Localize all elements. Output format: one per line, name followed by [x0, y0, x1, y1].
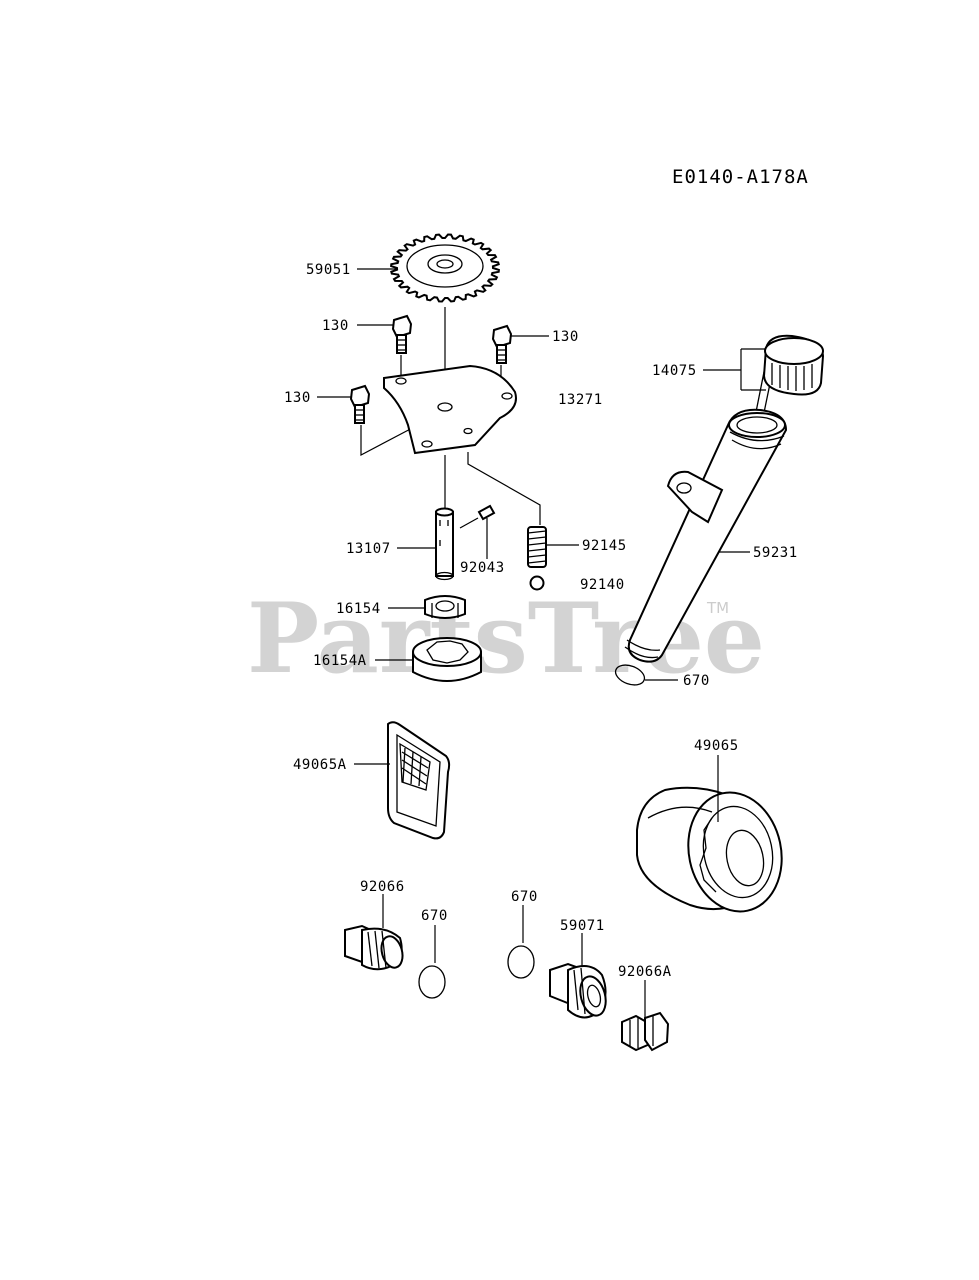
watermark-trademark: TM [706, 599, 729, 617]
gear-59051[interactable] [390, 233, 500, 303]
drain-plug-92066[interactable] [344, 924, 406, 971]
callout-92043: 92043 [460, 560, 505, 576]
o-ring-670-plug[interactable] [418, 965, 446, 999]
bolt-130-c[interactable] [349, 384, 371, 424]
callout-670-fitting: 670 [511, 889, 538, 905]
o-ring-670-fitting[interactable] [507, 945, 535, 979]
ball-92140[interactable] [529, 575, 545, 591]
callouts: 59051 130 130 130 13271 14075 59231 1310… [284, 262, 798, 980]
callout-14075: 14075 [652, 363, 697, 379]
callout-16154: 16154 [336, 601, 381, 617]
inner-rotor-16154[interactable] [424, 595, 466, 619]
callout-92140: 92140 [580, 577, 625, 593]
callout-59051: 59051 [306, 262, 351, 278]
callout-670-plug: 670 [421, 908, 448, 924]
callout-59231: 59231 [753, 545, 798, 561]
plug-92066A[interactable] [621, 1011, 670, 1052]
callout-13271: 13271 [558, 392, 603, 408]
callout-13107: 13107 [346, 541, 391, 557]
callout-92066A: 92066A [618, 964, 672, 980]
callout-130-b: 130 [552, 329, 579, 345]
bolt-130-a[interactable] [391, 314, 413, 354]
bolt-130-b[interactable] [491, 324, 513, 364]
shaft-13107[interactable] [435, 507, 454, 581]
fitting-59071[interactable] [549, 962, 610, 1019]
o-ring-670-tube[interactable] [613, 661, 647, 688]
pin-92043[interactable] [477, 504, 496, 521]
callout-130-c: 130 [284, 390, 311, 406]
callout-92145: 92145 [582, 538, 627, 554]
callout-59071: 59071 [560, 918, 605, 934]
outer-rotor-16154A[interactable] [412, 637, 482, 682]
callout-49065A: 49065A [293, 757, 347, 773]
spring-92145[interactable] [527, 526, 547, 568]
oil-filter-49065[interactable] [636, 784, 792, 921]
callout-670-tube: 670 [683, 673, 710, 689]
oil-screen-49065A[interactable] [387, 721, 451, 840]
callout-16154A: 16154A [313, 653, 367, 669]
callout-49065: 49065 [694, 738, 739, 754]
callout-130-a: 130 [322, 318, 349, 334]
cover-plate-13271[interactable] [383, 364, 517, 455]
callout-92066: 92066 [360, 879, 405, 895]
dipstick-14075[interactable] [751, 334, 825, 433]
oil-filler-tube-59231[interactable] [624, 408, 788, 663]
diagram-code: E0140-A178A [672, 166, 809, 188]
